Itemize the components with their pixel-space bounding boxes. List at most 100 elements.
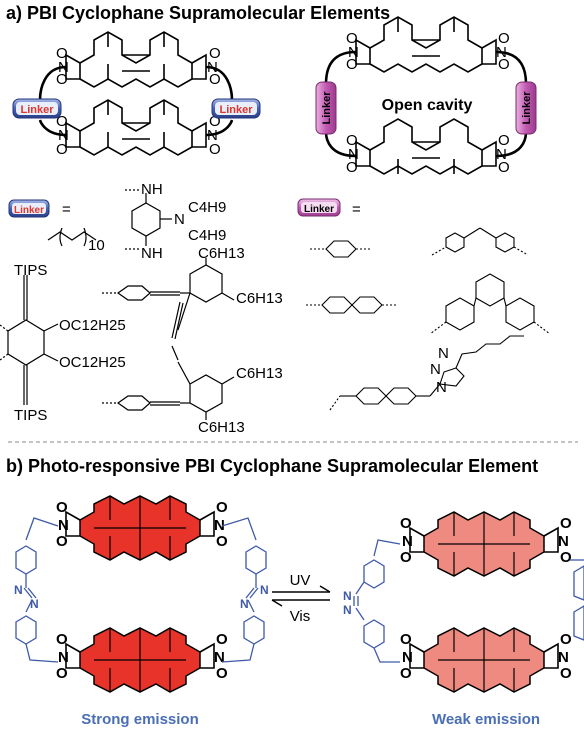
svg-text:N: N	[214, 517, 225, 534]
svg-text:N: N	[438, 345, 449, 362]
atom-o: O	[346, 132, 358, 149]
svg-text:NH: NH	[141, 181, 163, 198]
pbi-core-top-right	[355, 16, 497, 73]
azo-n-strong: NN NN	[14, 583, 269, 611]
tips-benzene-structure	[0, 275, 59, 405]
diacetylene-linker-structure	[102, 258, 235, 420]
svg-text:Linker: Linker	[219, 104, 253, 116]
atom-n: N	[207, 127, 218, 144]
svg-text:O: O	[560, 549, 572, 566]
pbi-core-strong-top	[79, 495, 201, 561]
pbi-core-weak-top	[423, 511, 545, 577]
svg-text:Linker: Linker	[304, 204, 334, 215]
imide-rings-weak	[409, 526, 559, 669]
svg-text:N: N	[260, 583, 269, 597]
svg-text:N: N	[14, 583, 23, 597]
svg-text:OC12H25: OC12H25	[59, 317, 126, 334]
svg-text:N: N	[343, 603, 352, 617]
section-a-title: a) PBI Cyclophane Supramolecular Element…	[6, 3, 391, 23]
svg-text:N: N	[558, 533, 569, 550]
azo-n-weak: NN	[343, 589, 352, 617]
vis-label: Vis	[290, 608, 311, 625]
weak-emission-label: Weak emission	[432, 711, 540, 728]
equals-sign: =	[352, 201, 361, 218]
svg-text:N: N	[402, 649, 413, 666]
svg-text:C4H9: C4H9	[188, 227, 226, 244]
svg-text:Linker: Linker	[321, 91, 333, 125]
svg-text:C6H13: C6H13	[236, 365, 283, 382]
svg-text:O: O	[400, 515, 412, 532]
atom-o: O	[56, 45, 68, 62]
atom-o: O	[56, 113, 68, 130]
svg-text:N: N	[30, 597, 39, 611]
atom-n: N	[58, 127, 69, 144]
atom-n: N	[496, 146, 507, 163]
strong-emission-label: Strong emission	[81, 711, 199, 728]
hexyl-labels: C6H13 C6H13 C6H13 C6H13	[198, 245, 283, 436]
svg-text:C4H9: C4H9	[188, 199, 226, 216]
svg-text:O: O	[560, 665, 572, 682]
svg-text:N: N	[402, 533, 413, 550]
pbi-cyclophane-left	[38, 31, 234, 156]
atom-o: O	[209, 141, 221, 158]
svg-text:N: N	[240, 597, 249, 611]
pbi-core-bottom-left	[65, 99, 207, 156]
svg-text:NH: NH	[141, 245, 163, 262]
svg-text:N: N	[58, 517, 69, 534]
svg-text:O: O	[216, 533, 228, 550]
section-b-title: b) Photo-responsive PBI Cyclophane Supra…	[6, 456, 539, 476]
pbi-core-strong-bottom	[79, 627, 201, 693]
linker-key-blue: Linker =	[8, 199, 71, 218]
svg-text:N: N	[214, 649, 225, 666]
svg-text:10: 10	[88, 237, 105, 254]
svg-text:C6H13: C6H13	[236, 290, 283, 307]
photoswitch-arrows: UV Vis	[271, 572, 331, 625]
svg-text:N: N	[436, 379, 447, 396]
linker-box-pink-right: Linker	[515, 81, 537, 135]
svg-text:N: N	[58, 649, 69, 666]
svg-text:O: O	[56, 665, 68, 682]
atom-o: O	[498, 159, 510, 176]
svg-text:N: N	[174, 211, 185, 228]
atom-n: N	[58, 59, 69, 76]
triazine-structure	[125, 189, 172, 250]
pbi-core-bottom-right	[355, 118, 497, 175]
svg-text:N: N	[558, 649, 569, 666]
svg-text:N: N	[343, 589, 352, 603]
pbi-cyclophane-right	[324, 16, 528, 175]
atom-o: O	[346, 30, 358, 47]
atom-o: O	[498, 132, 510, 149]
azobenzene-strong-left	[15, 517, 59, 663]
atom-o: O	[498, 56, 510, 73]
tips-labels: TIPS TIPS OC12H25 OC12H25	[14, 262, 126, 424]
svg-text:TIPS: TIPS	[14, 407, 47, 424]
atom-o: O	[346, 159, 358, 176]
svg-text:TIPS: TIPS	[14, 262, 47, 279]
atom-n: N	[348, 146, 359, 163]
atom-o: O	[498, 30, 510, 47]
imide-atoms-left: O O O O O O O O N N N N	[56, 45, 221, 158]
svg-text:O: O	[216, 499, 228, 516]
equals-sign: =	[62, 201, 71, 218]
atom-o: O	[209, 45, 221, 62]
svg-text:C6H13: C6H13	[198, 245, 245, 262]
atom-o: O	[346, 56, 358, 73]
svg-text:O: O	[400, 549, 412, 566]
imide-atoms-right: O O O O O O O O N N N N	[346, 30, 510, 176]
linker-box-blue-right: Linker	[211, 98, 261, 119]
svg-text:O: O	[56, 499, 68, 516]
svg-text:O: O	[560, 515, 572, 532]
svg-text:O: O	[400, 631, 412, 648]
linker-box-blue-left: Linker	[12, 98, 62, 119]
svg-text:O: O	[400, 665, 412, 682]
svg-text:O: O	[560, 631, 572, 648]
uv-label: UV	[290, 572, 311, 589]
svg-text:OC12H25: OC12H25	[59, 354, 126, 371]
alkyl-chain-structure: 10	[47, 227, 105, 254]
azobenzene-strong-right	[221, 517, 267, 663]
triazine-labels: NH NH N C4H9 C4H9	[141, 181, 226, 262]
